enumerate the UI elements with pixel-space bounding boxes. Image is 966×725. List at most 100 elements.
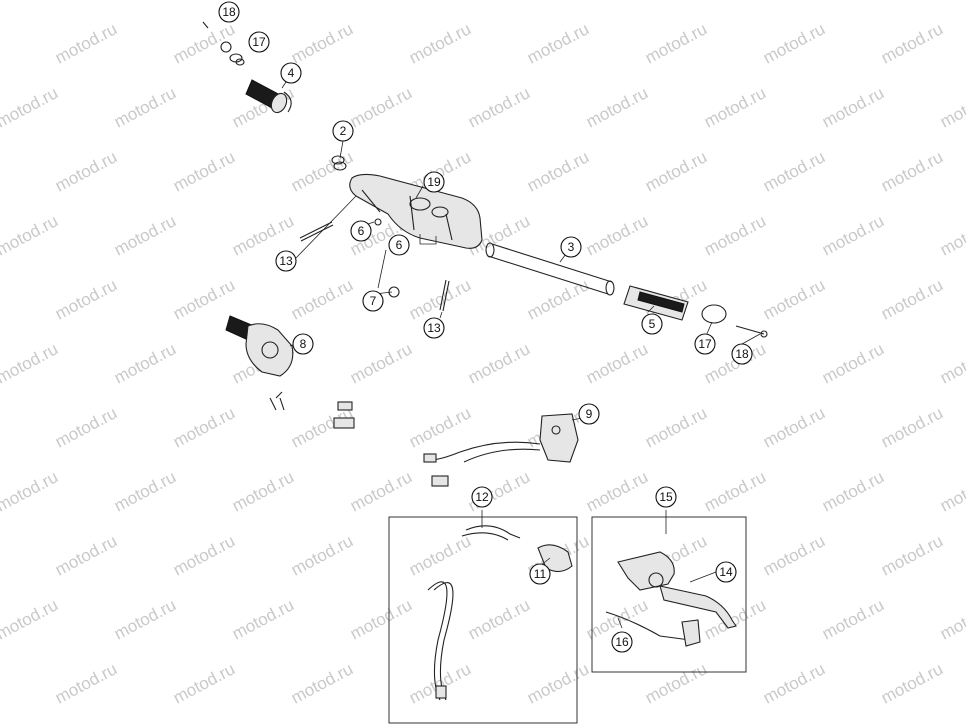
watermark-text: motod.ru [524, 275, 592, 323]
watermark-text: motod.ru [288, 147, 356, 195]
watermark-text: motod.ru [465, 83, 533, 131]
watermark-text: motod.ru [0, 595, 61, 643]
watermark-text: motod.ru [52, 19, 120, 67]
watermark-text: motod.ru [937, 339, 966, 387]
watermark-text: motod.ru [937, 211, 966, 259]
watermark-text: motod.ru [0, 211, 61, 259]
throttle-housing [225, 315, 355, 429]
callout-16: 16 [611, 631, 633, 653]
watermark-text: motod.ru [937, 595, 966, 643]
callout-label: 7 [370, 294, 377, 308]
watermark-text: motod.ru [0, 0, 61, 4]
watermark-text: motod.ru [170, 403, 238, 451]
watermark-text: motod.ru [878, 659, 946, 707]
callout-label: 19 [427, 175, 441, 189]
callout-14: 14 [715, 561, 737, 583]
watermark-text: motod.ru [406, 403, 474, 451]
watermark-text: motod.ru [937, 0, 966, 4]
watermark-text: motod.ru [760, 659, 828, 707]
callout-5: 5 [641, 313, 663, 335]
watermark-text: motod.ru [0, 147, 2, 195]
callout-label: 5 [649, 317, 656, 331]
watermark-text: motod.ru [642, 403, 710, 451]
callout-label: 11 [534, 567, 547, 581]
watermark-text: motod.ru [760, 531, 828, 579]
watermark-text: motod.ru [406, 19, 474, 67]
callout-label: 3 [568, 240, 575, 254]
watermark-text: motod.ru [111, 83, 179, 131]
callout-13-center: 13 [423, 317, 445, 339]
watermark-text: motod.ru [0, 659, 2, 707]
handlebar-switch [423, 413, 579, 487]
callout-6-left: 6 [350, 220, 372, 242]
watermark-text: motod.ru [229, 467, 297, 515]
watermark-text: motod.ru [819, 467, 887, 515]
callout-18-right: 18 [731, 343, 753, 365]
watermark-text: motod.ru [878, 403, 946, 451]
watermark-text: motod.ru [0, 83, 61, 131]
callout-label: 2 [340, 124, 347, 138]
handlebar-tube [485, 242, 615, 296]
callout-12: 12 [471, 486, 493, 508]
watermark-text: motod.ru [406, 275, 474, 323]
watermark-text: motod.ru [406, 531, 474, 579]
watermark-text: motod.ru [583, 0, 651, 4]
watermark-text: motod.ru [583, 339, 651, 387]
callout-label: 9 [586, 407, 593, 421]
watermark-text: motod.ru [642, 19, 710, 67]
callout-3: 3 [560, 236, 582, 258]
callout-label: 18 [222, 5, 236, 19]
watermark-text: motod.ru [288, 659, 356, 707]
right-grip-assembly [623, 285, 768, 338]
watermark-text: motod.ru [760, 147, 828, 195]
callout-label: 6 [358, 224, 365, 238]
watermark-text: motod.ru [583, 211, 651, 259]
watermark-layer: motod.ru motod.ru motod.ru motod.ru motod.ru… [0, 0, 966, 708]
watermark-text: motod.ru [170, 659, 238, 707]
callout-label: 17 [252, 35, 266, 49]
callout-label: 14 [719, 565, 733, 579]
watermark-text: motod.ru [524, 147, 592, 195]
watermark-text: motod.ru [52, 275, 120, 323]
watermark-text: motod.ru [701, 211, 769, 259]
watermark-text: motod.ru [819, 0, 887, 4]
watermark-text: motod.ru [0, 531, 2, 579]
watermark-text: motod.ru [52, 531, 120, 579]
watermark-text: motod.ru [937, 467, 966, 515]
watermark-text: motod.ru [524, 19, 592, 67]
watermark-text: motod.ru [229, 595, 297, 643]
handlebar-clamp-assembly [299, 155, 483, 312]
watermark-text: motod.ru [111, 339, 179, 387]
callout-6-right: 6 [388, 234, 410, 256]
watermark-text: motod.ru [111, 467, 179, 515]
watermark-text: motod.ru [170, 147, 238, 195]
watermark-text: motod.ru [819, 339, 887, 387]
callout-label: 6 [396, 238, 403, 252]
callout-13-left: 13 [275, 250, 297, 272]
callout-8: 8 [292, 333, 314, 355]
callout-2: 2 [332, 120, 354, 142]
watermark-text: motod.ru [347, 467, 415, 515]
watermark-text: motod.ru [583, 83, 651, 131]
watermark-text: motod.ru [0, 339, 61, 387]
callout-17-right: 17 [694, 333, 716, 355]
watermark-text: motod.ru [937, 83, 966, 131]
watermark-text: motod.ru [170, 19, 238, 67]
watermark-text: motod.ru [347, 0, 415, 4]
watermark-text: motod.ru [819, 595, 887, 643]
watermark-text: motod.ru [701, 467, 769, 515]
watermark-text: motod.ru [288, 19, 356, 67]
watermark-text: motod.ru [288, 531, 356, 579]
watermark-text: motod.ru [347, 339, 415, 387]
clutch-lever-box [591, 516, 747, 673]
watermark-text: motod.ru [878, 275, 946, 323]
watermark-text: motod.ru [524, 659, 592, 707]
watermark-text: motod.ru [170, 531, 238, 579]
watermark-text: motod.ru [465, 0, 533, 4]
watermark-text: motod.ru [0, 403, 2, 451]
watermark-text: motod.ru [52, 659, 120, 707]
watermark-text: motod.ru [760, 19, 828, 67]
watermark-text: motod.ru [701, 0, 769, 4]
callout-label: 17 [698, 337, 712, 351]
callout-9: 9 [578, 403, 600, 425]
